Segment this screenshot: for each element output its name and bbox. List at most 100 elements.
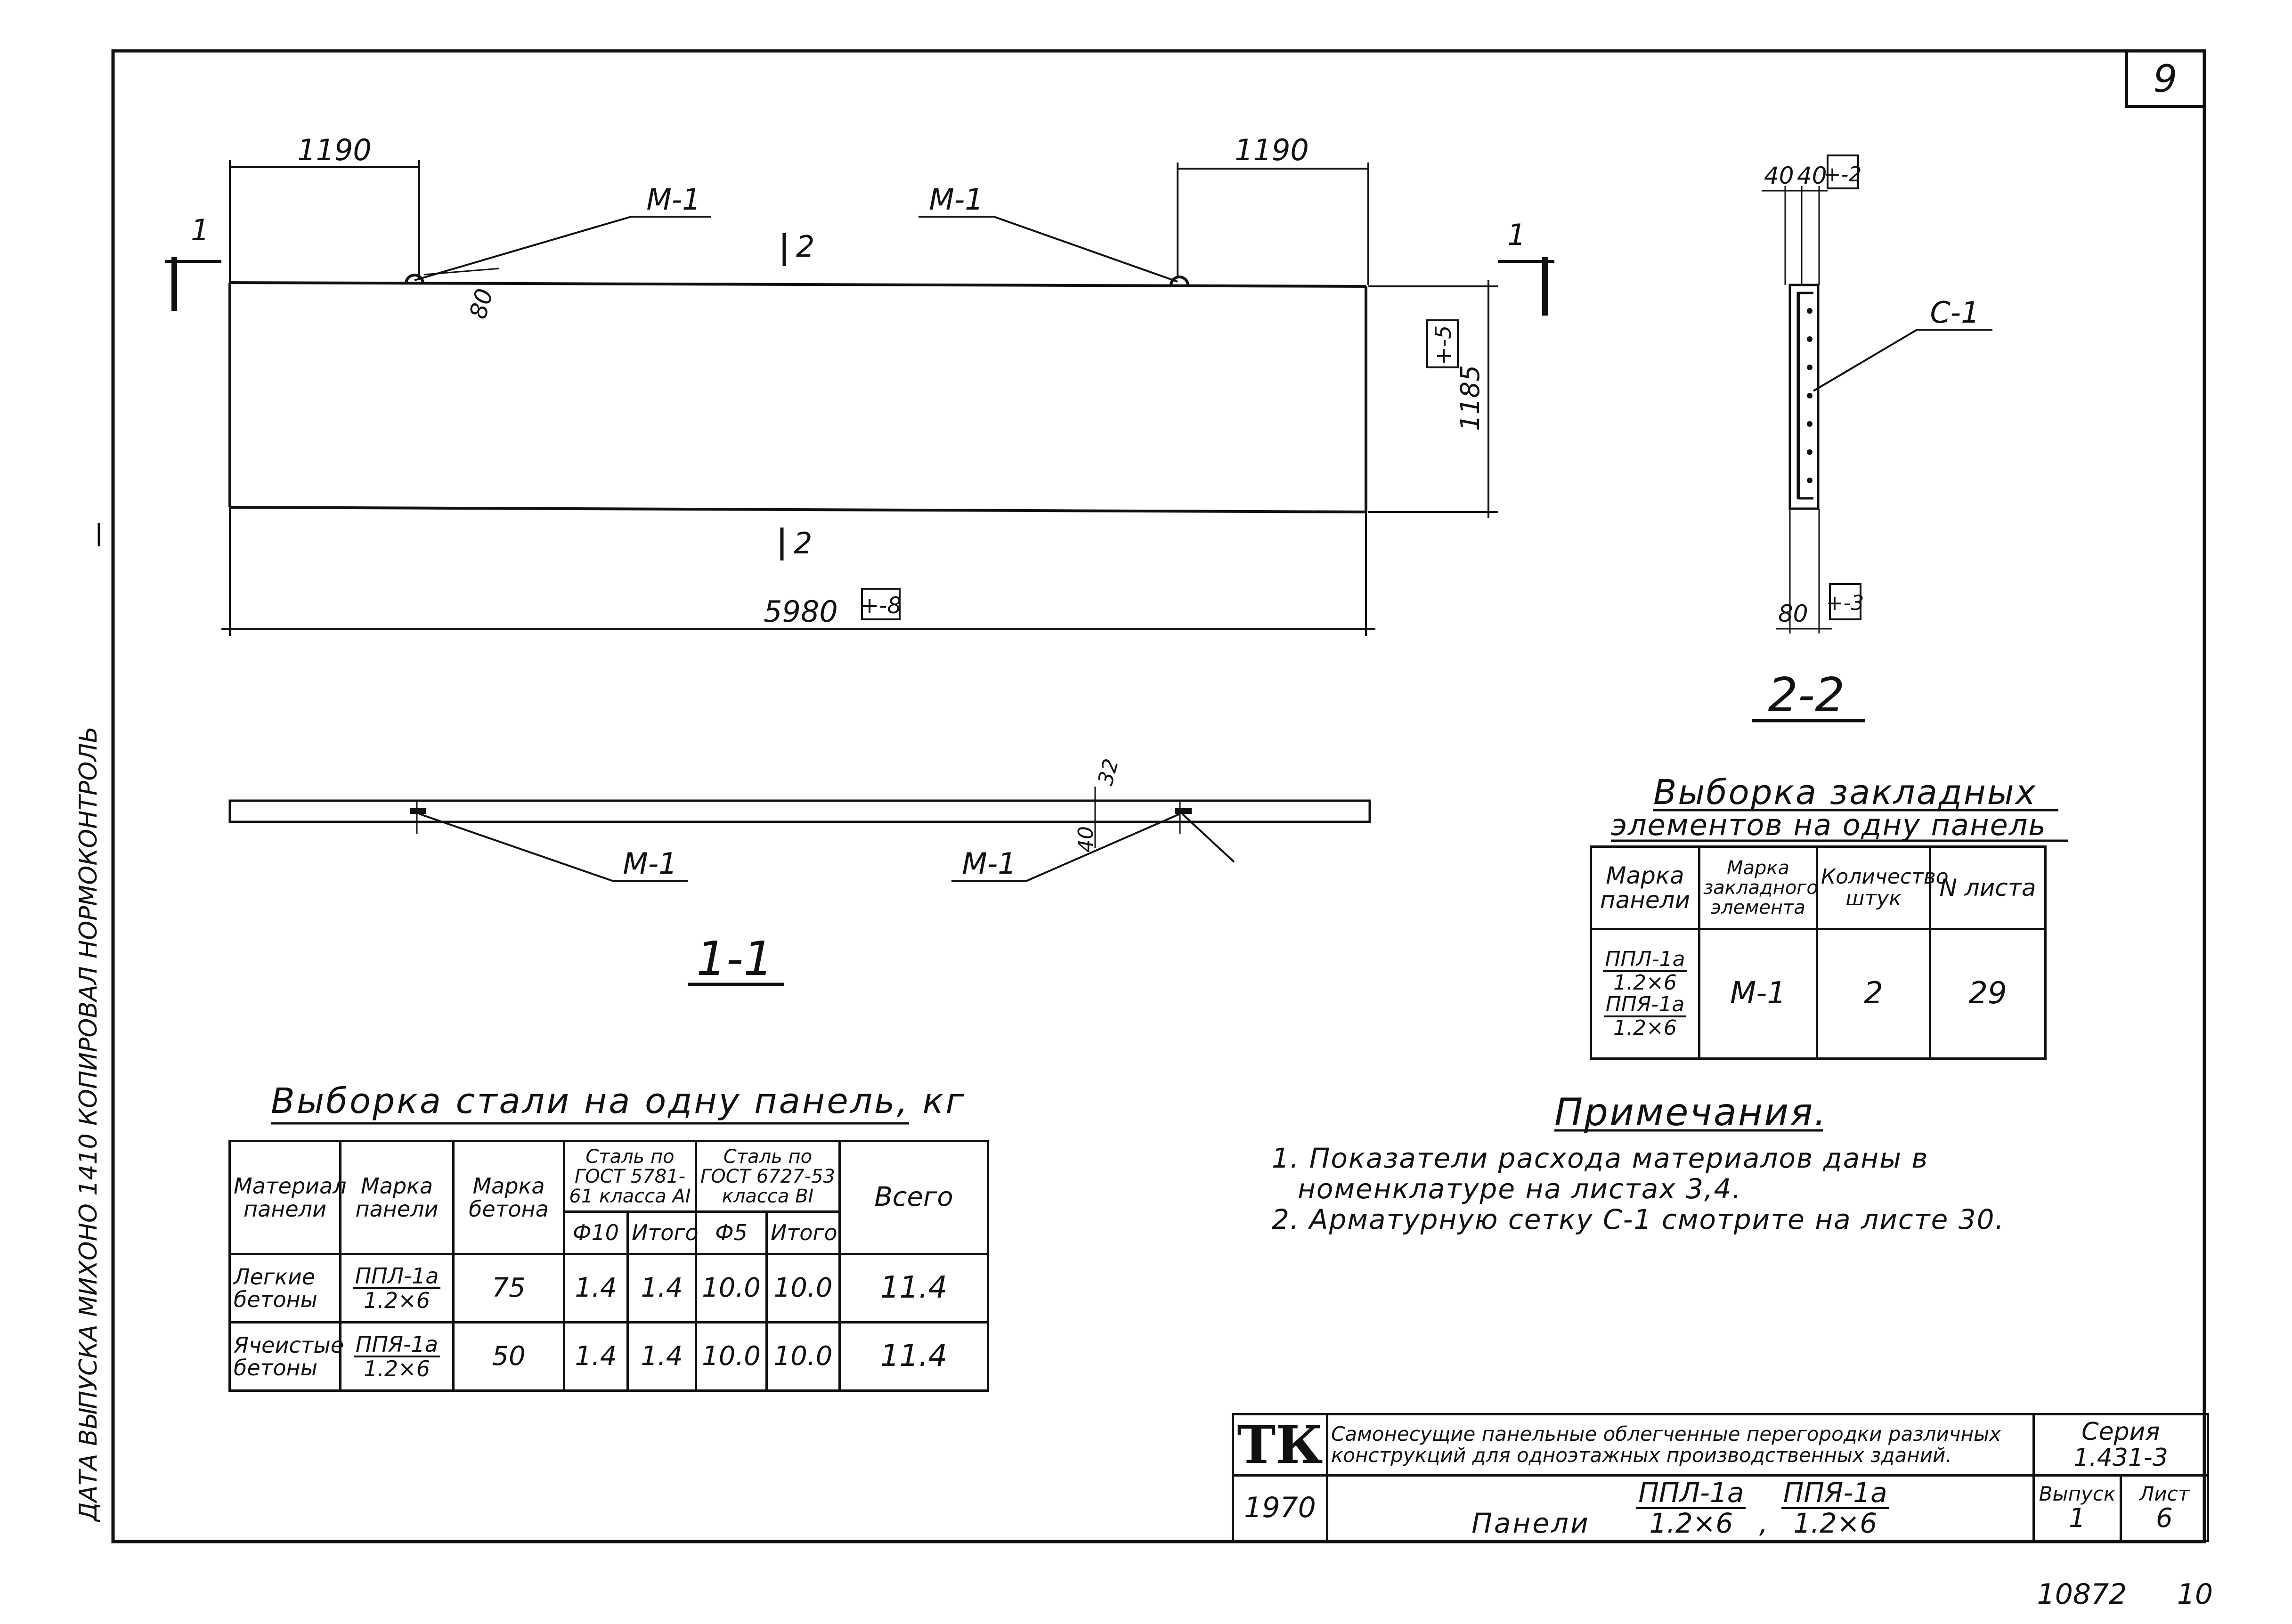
- steel-cell-subtotal-b: 10.0: [765, 1321, 841, 1392]
- section-mark-2-bottom: 2: [794, 526, 812, 560]
- steel-table: Материал панели Марка панели Марка бетон…: [228, 1140, 990, 1392]
- embed-header-quantity: Количество штук: [1816, 845, 1949, 930]
- steel-header-total: Всего: [838, 1140, 990, 1255]
- steel-cell-concrete: 75: [452, 1253, 565, 1324]
- plan-dim-right: 1190: [1235, 133, 1309, 167]
- note-line-2: номенклатуре на листах 3,4.: [1298, 1173, 1742, 1205]
- steel-cell-total: 11.4: [838, 1321, 990, 1392]
- side-stamp-text: ДАТА ВЫПУСКА МИХОНО 1410 КОПИРОВАЛ НОРМО…: [74, 726, 103, 1522]
- embed-table-title-1: Выборка закладных: [1653, 772, 2037, 812]
- steel-header-panel-mark: Марка панели: [339, 1140, 455, 1255]
- plan-tol-total: +-8: [860, 593, 902, 619]
- section-2-2: 40 40 +-2 80 +-3 С-1 2-2: [1752, 154, 1992, 723]
- steel-header-steel-a1: Сталь по ГОСТ 5781-61 класса АI: [563, 1140, 697, 1213]
- title-block-series-value: 1.431-3: [2073, 1443, 2168, 1472]
- steel-header-d10: Ф10: [563, 1210, 629, 1255]
- title-block-series-label: Серия: [2081, 1417, 2160, 1446]
- title-mark1-den: 1.2×6: [1649, 1507, 1733, 1539]
- title-block-issue-value: 1: [2069, 1502, 2086, 1534]
- steel-header-concrete-mark: Марка бетона: [452, 1140, 565, 1255]
- section-mark-1-left: 1: [191, 213, 209, 247]
- steel-cell-subtotal-b: 10.0: [765, 1253, 841, 1324]
- plan-dim-80: 80: [464, 286, 498, 322]
- section-1-1: М-1 М-1 32 40 1-1: [228, 756, 1371, 986]
- title-block-issue-label: Выпуск: [2039, 1482, 2116, 1506]
- title-block-name-label: Панели: [1471, 1507, 1590, 1539]
- plan-tol-height: +-5: [1430, 325, 1456, 365]
- section22-dim-40a: 40: [1764, 162, 1794, 189]
- title-block-series: Серия 1.431-3: [2032, 1413, 2209, 1477]
- steel-mark-den: 1.2×6: [364, 1356, 430, 1381]
- steel-header-subtotal-b: Итого: [765, 1210, 841, 1255]
- embed-header-element-mark: Марка закладного элемента: [1698, 845, 1818, 930]
- section22-tol-top: +-2: [1824, 162, 1862, 187]
- plan-label-m1-left: М-1: [646, 182, 700, 217]
- section-2-2-title: 2-2: [1768, 667, 1845, 723]
- embed-row-element: М-1: [1698, 928, 1818, 1060]
- title-block-description: Самонесущие панельные облегченные перего…: [1326, 1413, 2035, 1477]
- embed-m1-left: [405, 274, 424, 284]
- steel-cell-material: Легкие бетоны: [228, 1253, 341, 1324]
- title-block-description-2: конструкций для одноэтажных производстве…: [1331, 1443, 1952, 1467]
- section11-label-m1-right: М-1: [962, 846, 1016, 881]
- steel-cell-concrete: 50: [452, 1321, 565, 1392]
- steel-header-d5: Ф5: [695, 1210, 768, 1255]
- embed-row-quantity: 2: [1816, 928, 1931, 1060]
- section11-dim-40: 40: [1074, 826, 1098, 853]
- drawing-frame: [111, 49, 2206, 1543]
- title-block-issue: Выпуск 1: [2032, 1474, 2122, 1542]
- embed-row-sheet-no: 29: [1929, 928, 2047, 1060]
- page-number-box: [2125, 49, 2206, 108]
- steel-cell-subtotal-a: 1.4: [626, 1253, 697, 1324]
- embed-header-sheet-no: N листа: [1929, 845, 2047, 930]
- section22-tol-bottom: +-3: [1826, 591, 1864, 615]
- section-mark-2-top: 2: [796, 229, 814, 264]
- title-block-logo: ТК: [1232, 1413, 1328, 1477]
- steel-header-steel-b1: Сталь по ГОСТ 6727-53 класса ВI: [694, 1140, 841, 1213]
- plan-view: 1190 1190 М-1 М-1 80 2 2 1 1 1185 +-5: [165, 133, 1554, 636]
- section11-label-m1-left: М-1: [623, 846, 677, 881]
- title-block-year: 1970: [1232, 1474, 1328, 1542]
- plan-dim-left: 1190: [297, 133, 372, 167]
- section22-dim-40b: 40: [1797, 162, 1827, 189]
- embed-m1-right: [1170, 276, 1189, 286]
- note-line-1: 1. Показатели расхода материалов даны в: [1272, 1142, 1929, 1174]
- steel-table-title: Выборка стали на одну панель, кг: [271, 1081, 966, 1121]
- steel-cell-material: Ячеистые бетоны: [228, 1321, 344, 1392]
- mesh-label-c1: С-1: [1930, 295, 1979, 330]
- steel-cell-d5: 10.0: [695, 1321, 768, 1392]
- embed-table-title-2: элементов на одну панель: [1611, 808, 2047, 842]
- embed-mark1-den: 1.2×6: [1613, 970, 1677, 995]
- plan-label-m1-right: М-1: [929, 182, 983, 217]
- steel-cell-d5: 10.0: [695, 1253, 768, 1324]
- section11-dim-32: 32: [1093, 756, 1123, 788]
- section22-dim-80: 80: [1778, 600, 1808, 627]
- plan-dim-height: 1185: [1455, 365, 1485, 431]
- section-1-1-title: 1-1: [696, 931, 773, 986]
- plan-dim-total: 5980: [764, 594, 838, 629]
- embed-mark1-num: ППЛ-1а: [1603, 948, 1687, 972]
- steel-cell-subtotal-a: 1.4: [626, 1321, 697, 1392]
- embed-header-panel-mark: Марка панели: [1590, 845, 1700, 930]
- embed-mark2-num: ППЯ-1а: [1603, 993, 1687, 1018]
- title-block-description-1: Самонесущие панельные облегченные перего…: [1331, 1422, 2001, 1446]
- steel-mark-num: ППЛ-1а: [353, 1264, 441, 1289]
- steel-header-material: Материал панели: [228, 1140, 347, 1255]
- steel-mark-num: ППЯ-1а: [353, 1332, 440, 1357]
- steel-mark-den: 1.2×6: [364, 1288, 430, 1313]
- steel-header-subtotal-a: Итого: [626, 1210, 699, 1255]
- footer-number: 10872: [2037, 1578, 2127, 1611]
- note-line-3: 2. Арматурную сетку С-1 смотрите на лист…: [1272, 1203, 2005, 1235]
- title-mark2-num: ППЯ-1а: [1781, 1478, 1889, 1509]
- title-block-sheet-value: 6: [2156, 1502, 2173, 1534]
- title-block-sheet-label: Лист: [2139, 1482, 2190, 1506]
- notes-title: Примечания.: [1554, 1090, 1828, 1134]
- embed-elements-table: Марка панели Марка закладного элемента К…: [1590, 845, 2047, 1060]
- page-number: 9: [2154, 57, 2178, 101]
